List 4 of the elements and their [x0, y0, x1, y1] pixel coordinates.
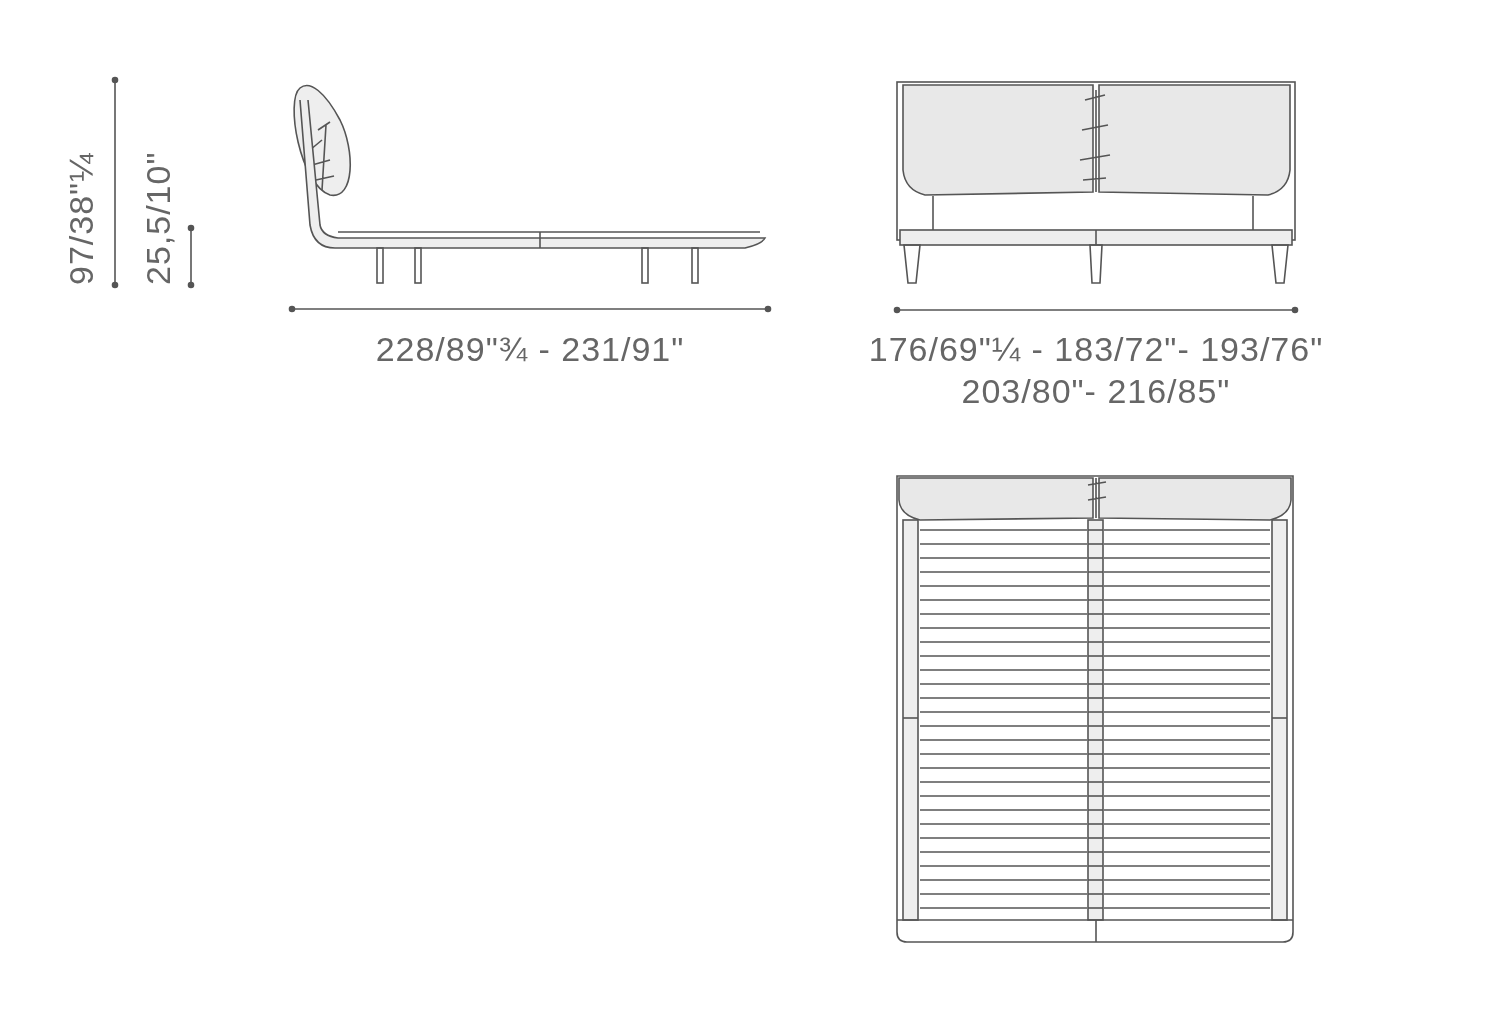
dimension-label: 25,5/10" [138, 151, 178, 285]
dimension-label: 228/89"¾ - 231/91" [374, 329, 686, 370]
dimension-label: 97/38"¼ [61, 152, 101, 285]
dimension-label: 176/69"¼ - 183/72"- 193/76" 203/80"- 216/85" [867, 329, 1325, 412]
